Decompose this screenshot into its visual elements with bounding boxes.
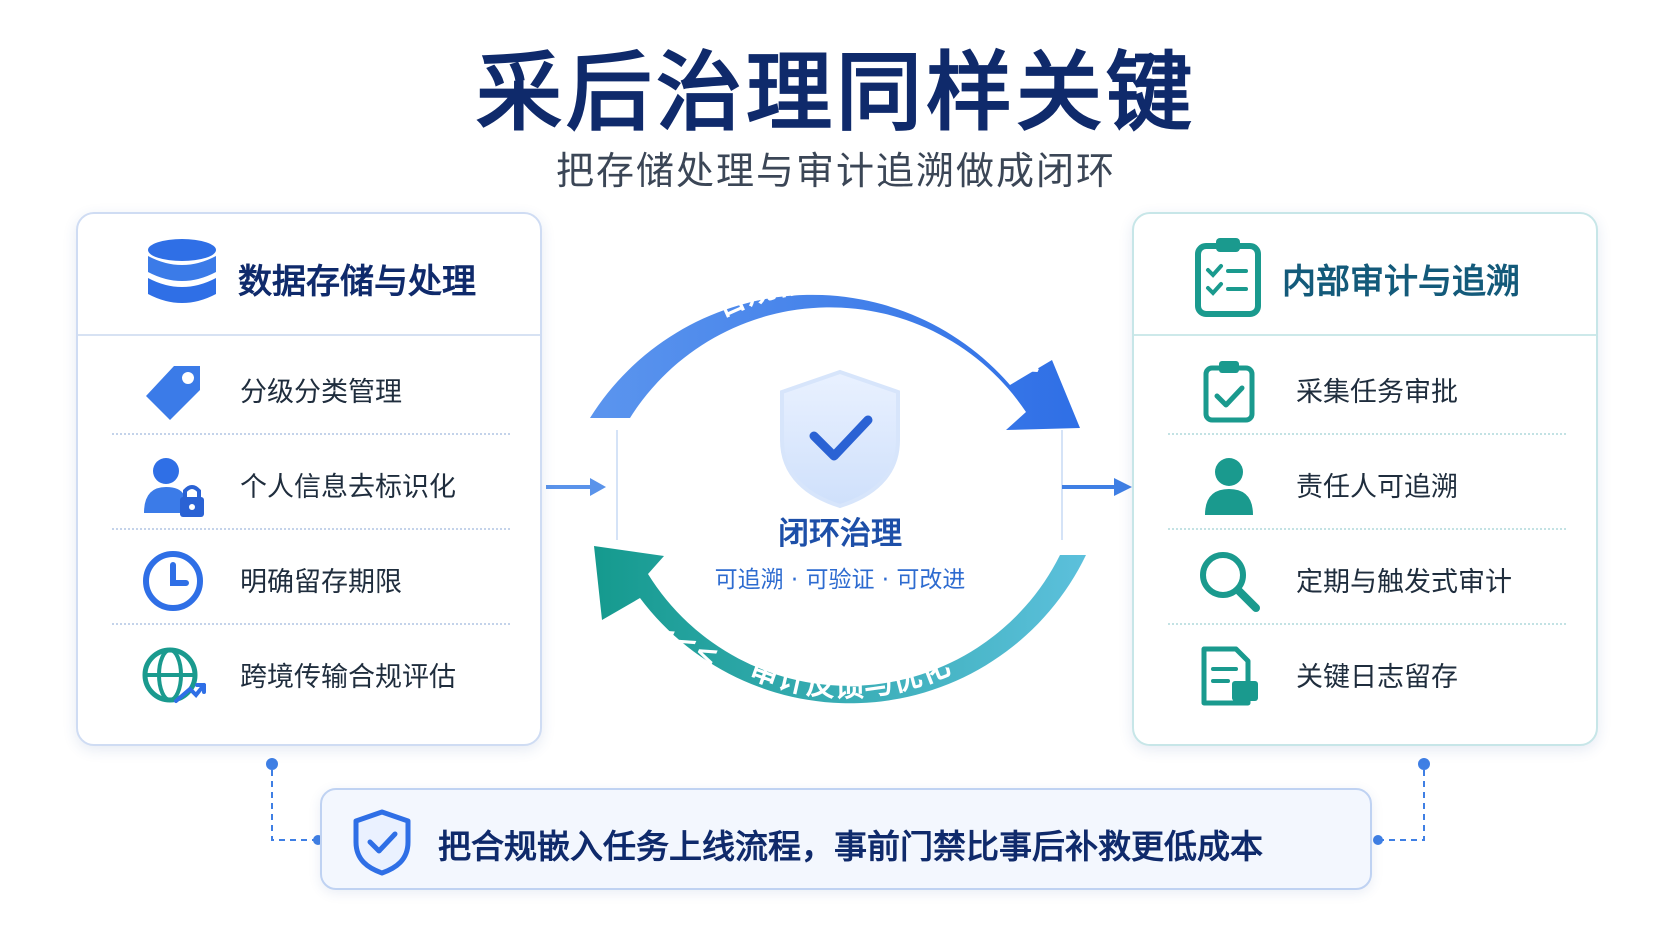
- user-lock-icon: [144, 458, 204, 517]
- magnifier-icon: [1200, 552, 1260, 612]
- divider: [1168, 623, 1566, 625]
- svg-text:审计反馈与优化: 审计反馈与优化: [745, 648, 955, 705]
- list-item: 个人信息去标识化: [112, 435, 512, 530]
- clipboard-check-icon: [1203, 361, 1255, 423]
- left-connector-arrow: [546, 478, 606, 496]
- person-icon: [1205, 458, 1253, 515]
- divider: [112, 433, 510, 435]
- panel-title: 内部审计与追溯: [1282, 262, 1520, 302]
- panel-header: 数据存储与处理: [78, 214, 540, 336]
- center-subtitle: 可追溯 · 可验证 · 可改进: [714, 567, 966, 593]
- checklist-icon: [1195, 238, 1261, 317]
- panel-header: 内部审计与追溯: [1134, 214, 1596, 336]
- list-item: 关键日志留存: [1168, 625, 1568, 720]
- page-title: 采后治理同样关键: [476, 43, 1196, 143]
- audit-trace-panel: 内部审计与追溯 采集任务审批 责任人可追溯 定期与触发式审计: [1132, 212, 1598, 746]
- divider: [112, 528, 510, 530]
- clock-icon: [143, 551, 203, 611]
- bottom-callout: 把合规嵌入任务上线流程，事前门禁比事后补救更低成本: [320, 788, 1372, 890]
- center-title: 闭环治理: [778, 516, 902, 552]
- list-item-label: 采集任务审批: [1296, 377, 1458, 408]
- list-item-label: 责任人可追溯: [1296, 472, 1458, 503]
- globe-arrow-icon: [142, 647, 206, 703]
- bottom-arc: [594, 546, 1086, 704]
- data-storage-panel: 数据存储与处理 分级分类管理 个人信息去标识化 明确留存期限: [76, 212, 542, 746]
- list-item-label: 分级分类管理: [240, 377, 402, 408]
- panel-title: 数据存储与处理: [238, 262, 476, 302]
- page-subtitle: 把存储处理与审计追溯做成闭环: [555, 149, 1116, 193]
- list-item: 明确留存期限: [112, 530, 512, 625]
- list-item: 采集任务审批: [1168, 340, 1568, 435]
- list-item: 跨境传输合规评估: [112, 625, 512, 720]
- bottom-arc-label: 审计反馈与优化: [745, 648, 955, 705]
- log-document-icon: [1201, 646, 1258, 706]
- right-connector-arrow: [1062, 478, 1132, 496]
- divider: [112, 623, 510, 625]
- list-item-label: 定期与触发式审计: [1296, 567, 1512, 598]
- list-item-label: 明确留存期限: [240, 567, 402, 598]
- list-item-label: 跨境传输合规评估: [240, 662, 456, 693]
- top-arc: [590, 294, 1080, 430]
- list-item-label: 个人信息去标识化: [240, 472, 456, 503]
- list-item: 责任人可追溯: [1168, 435, 1568, 530]
- tag-icon: [146, 366, 200, 420]
- shield-check-icon: [780, 369, 900, 509]
- bottom-callout-text: 把合规嵌入任务上线流程，事前门禁比事后补救更低成本: [438, 827, 1263, 866]
- shield-check-small-icon: [353, 809, 411, 876]
- database-icon: [148, 239, 216, 303]
- left-dashed-connector: [266, 758, 323, 845]
- list-item: 定期与触发式审计: [1168, 530, 1568, 625]
- list-item: 分级分类管理: [112, 340, 512, 435]
- list-item-label: 关键日志留存: [1296, 662, 1458, 693]
- divider: [1168, 433, 1566, 435]
- divider: [1168, 528, 1566, 530]
- right-dashed-connector: [1373, 758, 1430, 845]
- top-arc-chevrons: >>>: [970, 327, 1048, 386]
